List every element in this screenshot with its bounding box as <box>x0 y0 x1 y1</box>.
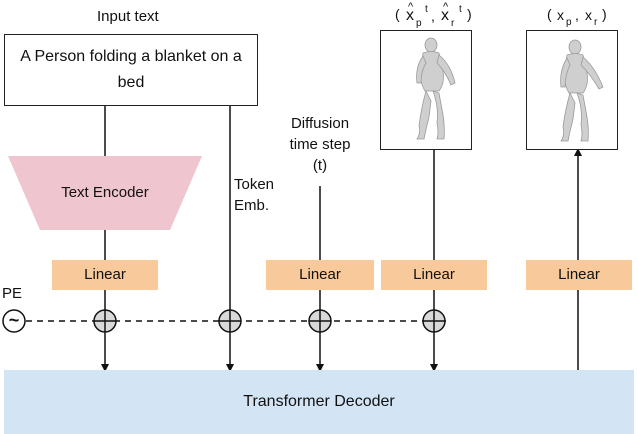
linear-block-output: Linear <box>526 260 632 290</box>
transformer-decoder-block: Transformer Decoder <box>4 370 634 434</box>
input-text-heading: Input text <box>97 8 159 25</box>
human-figure-icon <box>560 39 604 142</box>
token-emb-label-line2: Emb. <box>234 197 270 214</box>
adder-3-icon <box>308 309 332 333</box>
noisy-motion-frame <box>380 30 472 150</box>
linear-block-text: Linear <box>52 260 158 290</box>
text-encoder-shape <box>8 156 202 230</box>
adder-2-icon <box>218 309 242 333</box>
diffusion-label-line3: (t) <box>312 157 328 174</box>
pe-label: PE <box>2 285 23 302</box>
clean-motion-frame <box>526 30 618 150</box>
diffusion-label-line2: time step <box>289 136 351 153</box>
adder-1-icon <box>93 309 117 333</box>
diffusion-label-line1: Diffusion <box>290 115 350 132</box>
adder-4-icon <box>422 309 446 333</box>
noisy-output-label: ( ^ x p t , ^ x r t ) <box>395 1 472 29</box>
linear-block-noisy: Linear <box>381 260 487 290</box>
pe-wave-icon: ~ <box>8 310 20 330</box>
input-text-box: A Person folding a blanket on a bed <box>4 34 258 106</box>
clean-output-label: ( x p , x r ) <box>547 6 607 28</box>
pe-circle <box>2 309 26 333</box>
human-figure-icon <box>416 37 456 140</box>
text-encoder-label: Text Encoder <box>61 184 149 201</box>
linear-block-timestep: Linear <box>266 260 374 290</box>
token-emb-label-line1: Token <box>234 176 275 193</box>
